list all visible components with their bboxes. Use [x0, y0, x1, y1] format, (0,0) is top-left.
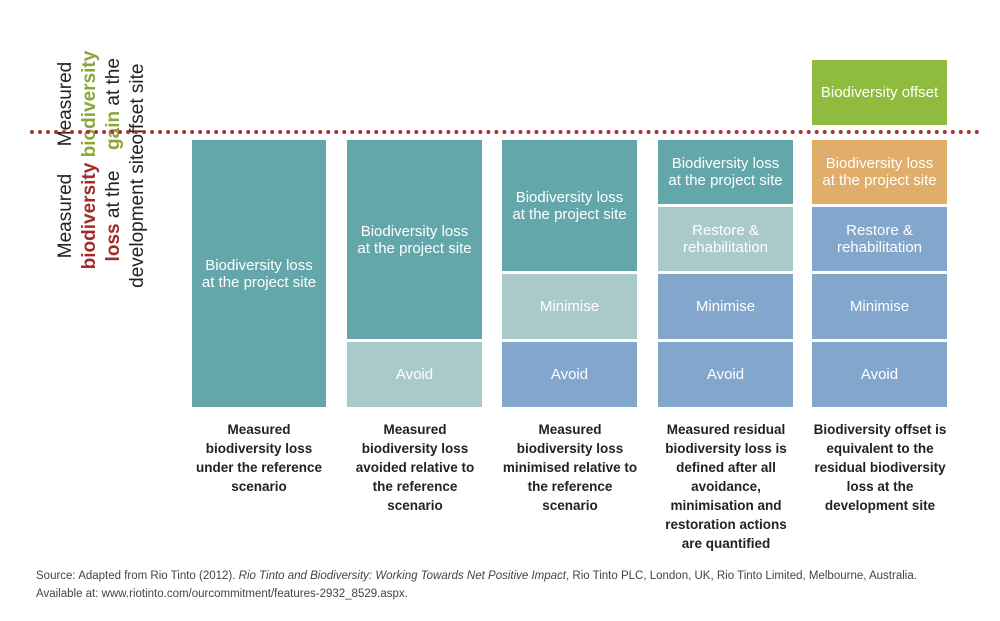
label-rest: at the [103, 58, 124, 111]
source-line: Source: Adapted from Rio Tinto (2012). R… [36, 567, 976, 585]
block-label: Minimise [695, 298, 756, 315]
column-caption: Measured biodiversity loss avoided relat… [355, 422, 475, 513]
block-label: Avoid [550, 366, 589, 383]
label-line: Measured [55, 173, 76, 259]
column-caption: Measured biodiversity loss under the ref… [195, 422, 323, 494]
block-label: Restore & rehabilitation [836, 222, 923, 256]
minimise-block: Minimise [502, 274, 637, 339]
block-label: Biodiversity offset [820, 84, 939, 101]
column-caption: Measured biodiversity loss minimised rel… [502, 422, 638, 513]
block-label: Avoid [395, 366, 434, 383]
block-label: Biodiversity loss at the project site [201, 256, 317, 291]
loss-block: Biodiversity loss at the project site [812, 140, 947, 204]
label-emph: biodiversity [79, 162, 100, 270]
source-prefix: Source: Adapted from Rio Tinto (2012). [36, 570, 239, 582]
avoid-block: Avoid [502, 342, 637, 407]
block-label: Minimise [849, 298, 910, 315]
source-title: Rio Tinto and Biodiversity: Working Towa… [238, 570, 566, 582]
minimise-block: Minimise [658, 274, 793, 339]
block-label: Biodiversity loss at the project site [822, 155, 937, 189]
source-url: Available at: www.riotinto.com/ourcommit… [36, 588, 408, 600]
column-caption: Measured residual biodiversity loss is d… [665, 422, 787, 551]
development-site-axis-label: Measured biodiversity loss at the develo… [54, 120, 150, 312]
restore-block: Restore & rehabilitation [658, 207, 793, 271]
loss-block: Biodiversity loss at the project site [347, 140, 482, 339]
offset-block: Biodiversity offset [812, 60, 947, 125]
block-label: Minimise [539, 298, 600, 315]
block-label: Restore & rehabilitation [682, 222, 769, 256]
block-label: Avoid [860, 366, 899, 383]
block-label: Avoid [706, 366, 745, 383]
avoid-block: Avoid [347, 342, 482, 407]
minimise-block: Minimise [812, 274, 947, 339]
label-line: biodiversity [78, 120, 102, 312]
loss-block: Biodiversity loss at the project site [658, 140, 793, 204]
block-label: Biodiversity loss at the project site [512, 188, 627, 223]
label-line: loss at the [102, 120, 126, 312]
source-note: Source: Adapted from Rio Tinto (2012). R… [36, 567, 976, 603]
restore-block: Restore & rehabilitation [812, 207, 947, 271]
block-label: Biodiversity loss at the project site [357, 222, 472, 257]
label-line: development site [127, 144, 148, 288]
loss-block: Biodiversity loss at the project site [192, 140, 326, 407]
column-caption: Biodiversity offset is equivalent to the… [813, 422, 947, 513]
avoid-block: Avoid [812, 342, 947, 407]
source-suffix: , Rio Tinto PLC, London, UK, Rio Tinto L… [566, 570, 917, 582]
block-label: Biodiversity loss at the project site [668, 155, 783, 189]
site-divider-line [30, 130, 980, 134]
loss-block: Biodiversity loss at the project site [502, 140, 637, 271]
label-emph: loss [103, 223, 124, 262]
avoid-block: Avoid [658, 342, 793, 407]
label-rest: at the [103, 170, 124, 224]
